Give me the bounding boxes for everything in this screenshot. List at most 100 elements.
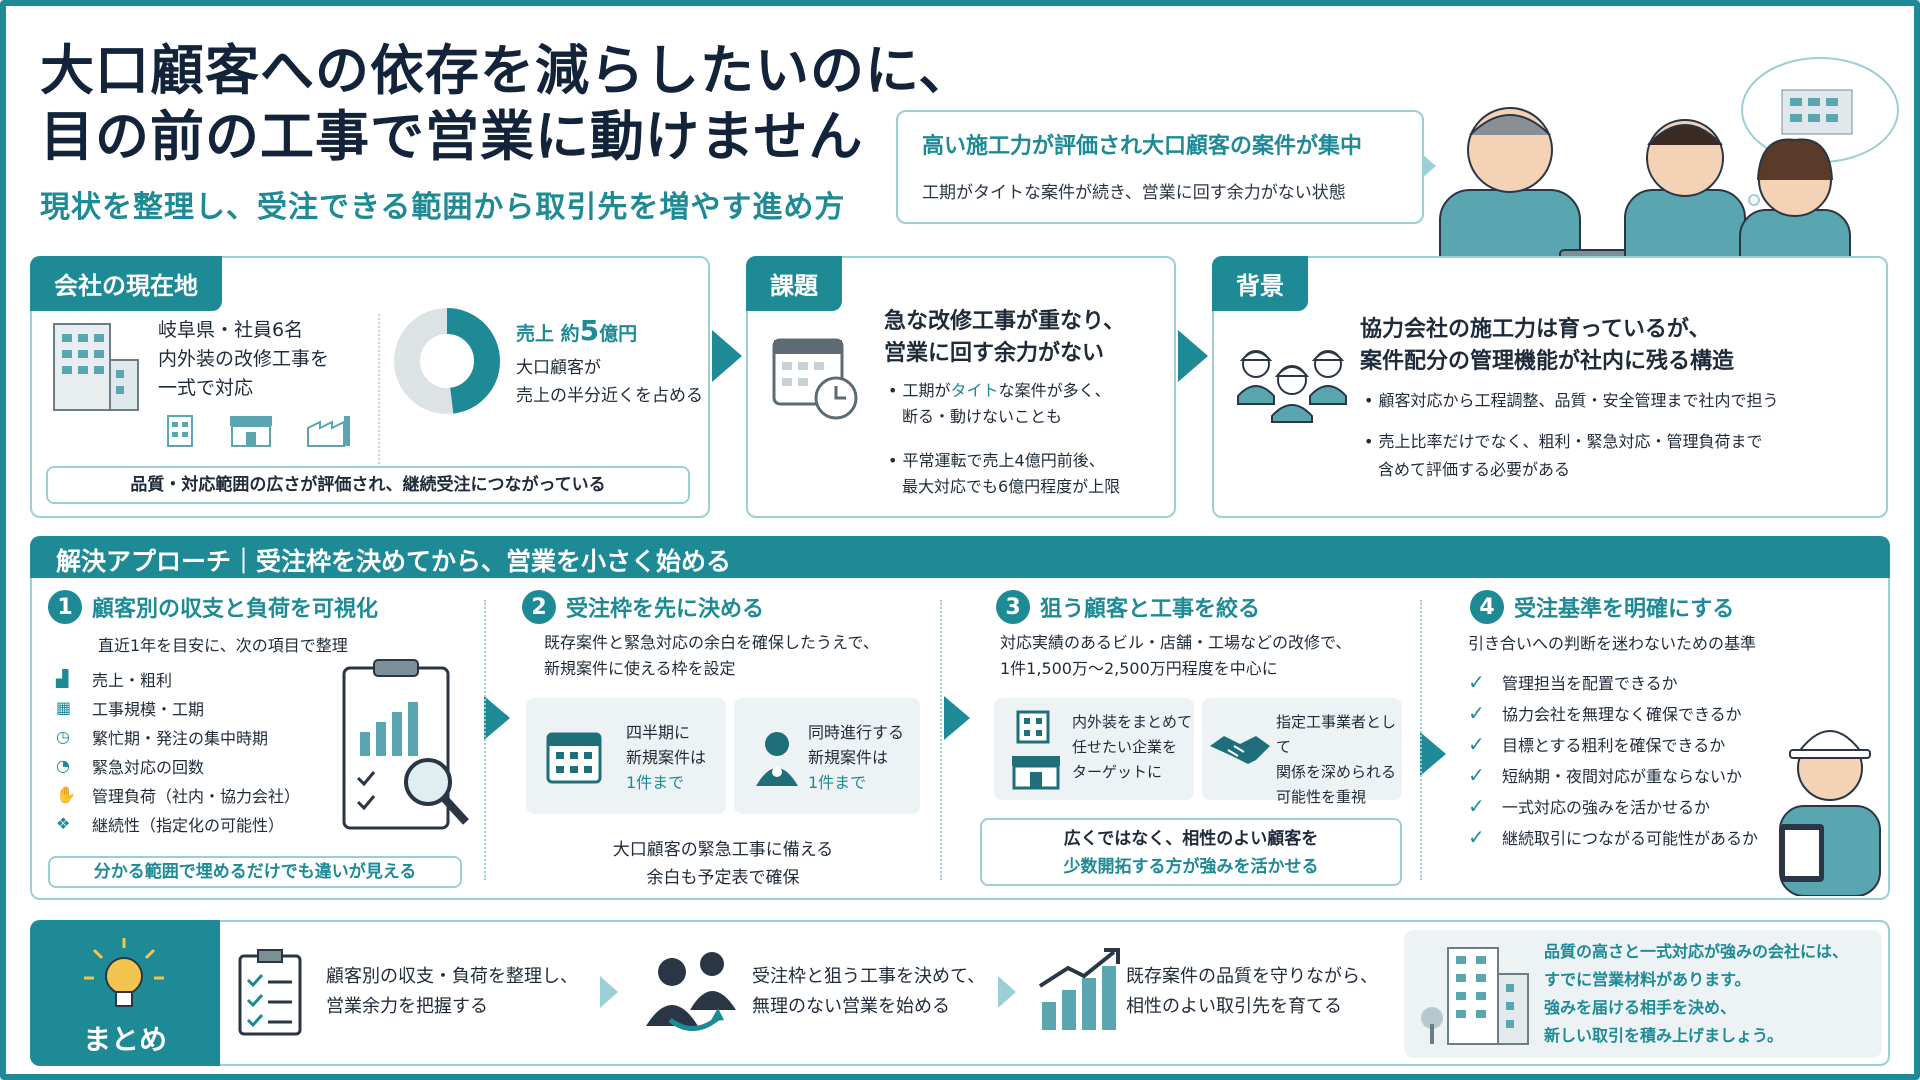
worker-helmet-clipboard-icon [1779, 730, 1881, 896]
summary-step1: 顧客別の収支・負荷を整理し、営業余力を把握する [326, 966, 578, 1017]
situation-body: 工期がタイトな案件が続き、営業に回す余力がない状態 [922, 183, 1346, 203]
step1-number: 1 [48, 590, 82, 624]
share-line1: 大口顧客が [516, 358, 601, 378]
title-line-1: 大口顧客への依存を減らしたいのに、 [40, 39, 974, 102]
sales-share-arc [394, 308, 500, 414]
check-icon: ✓ [1468, 824, 1485, 849]
company-business-line2: 一式で対応 [158, 377, 254, 399]
step1-header: 1 顧客別の収支と負荷を可視化 [48, 590, 378, 624]
step1-desc: 直近1年を目安に、次の項目で整理 [98, 636, 348, 655]
summary-step2: 受注枠と狙う工事を決めて、無理のない営業を始める [752, 966, 986, 1017]
page-title: 大口顧客への依存を減らしたいのに、 目の前の工事で営業に動けません [40, 38, 973, 170]
step3-desc-line1: 対応実績のあるビル・店舗・工場などの改修で、 [1000, 633, 1352, 652]
step3-number: 3 [996, 590, 1030, 624]
divider [940, 600, 942, 880]
step2-footer: 大口顧客の緊急工事に備える余白も予定表で確保 [612, 840, 834, 888]
step4-checklist: ✓管理担当を配置できるか ✓協力会社を無理なく確保できるか ✓目標とする粗利を確… [1468, 669, 1759, 849]
step2-desc-line1: 既存案件と緊急対応の余白を確保したうえで、 [544, 633, 879, 652]
urgent-clock-icon: ◔ [56, 756, 70, 775]
arrow-right-icon [1178, 330, 1208, 382]
situation-callout: 高い施工力が評価され大口顧客の案件が集中 工期がタイトな案件が続き、営業に回す余… [896, 110, 1436, 224]
step2-desc-line2: 新規案件に使える枠を設定 [544, 659, 736, 678]
issue-bullet-2: • 平常運転で売上4億円前後、 最大対応でも6億円程度が上限 [888, 451, 1121, 496]
summary-step3: 既存案件の品質を守りながら、相性のよい取引先を育てる [1126, 966, 1378, 1017]
check-icon: ✓ [1468, 669, 1485, 694]
divider [1420, 600, 1422, 880]
company-panel: 会社の現在地 岐阜県・社員6名 内外装の改修工事を 一式で対応 売上 約5億円 … [30, 256, 710, 518]
title-line-2: 目の前の工事で営業に動けません [40, 105, 864, 168]
step3-title: 狙う顧客と工事を絞る [1040, 597, 1261, 622]
people-growth-icon [646, 952, 736, 1031]
background-tab: 背景 [1212, 256, 1308, 311]
step3-header: 3 狙う顧客と工事を絞る [996, 590, 1260, 624]
arrow-right-icon [712, 330, 742, 382]
company-business-line1: 内外装の改修工事を [158, 348, 330, 370]
background-heading-line1: 協力会社の施工力は育っているが、 [1360, 317, 1711, 342]
factory-icon [307, 416, 350, 447]
workers-group-icon [1237, 350, 1347, 423]
bar-chart-icon: ▟ [56, 669, 69, 688]
lightbulb-icon [84, 938, 164, 1007]
check-icon: ✓ [1468, 700, 1485, 725]
person-icon [756, 732, 798, 786]
issue-tab: 課題 [746, 256, 842, 311]
hands-icon: ❖ [56, 814, 71, 833]
arrow-right-icon [484, 696, 510, 740]
handshake-icon [1210, 736, 1270, 764]
summary-message-card: 品質の高さと一式対応が強みの会社には、すでに営業材料があります。強みを届ける相手… [1404, 930, 1882, 1058]
office-building-icon [53, 323, 139, 411]
store-icon [230, 416, 272, 447]
growth-chart-icon [1038, 948, 1120, 1030]
company-tab: 会社の現在地 [30, 256, 222, 311]
background-bullet-1: • 顧客対応から工程調整、品質・安全管理まで社内で担う [1364, 391, 1779, 410]
share-line2: 売上の半分近くを占める [516, 386, 703, 406]
step3-card-relation: 指定工事業者として関係を深められる可能性を重視 [1202, 698, 1402, 806]
calendar-icon [546, 732, 602, 784]
step3-card-target: 内外装をまとめて任せたい企業をターゲットに [994, 698, 1194, 800]
company-strength-note: 品質・対応範囲の広さが評価され、継続受注につながっている [46, 466, 690, 504]
step4-header: 4 受注基準を明確にする [1470, 590, 1734, 624]
arrow-right-icon [600, 976, 618, 1008]
step1-list: ▟売上・粗利 ▦工事規模・工期 ◷繁忙期・発注の集中時期 ◔緊急対応の回数 ✋管… [56, 669, 301, 835]
clock-icon: ◷ [56, 727, 70, 746]
step2-title: 受注枠を先に決める [566, 597, 765, 622]
summary-label: まとめ [82, 1023, 167, 1056]
issue-heading-line2: 営業に回す余力がない [884, 341, 1105, 366]
step1-title: 顧客別の収支と負荷を可視化 [92, 597, 379, 622]
check-icon: ✓ [1468, 762, 1485, 787]
building-store-icon [1012, 710, 1060, 790]
sales-figure: 売上 約5億円 [516, 314, 638, 347]
step2-number: 2 [522, 590, 556, 624]
background-panel: 背景 協力会社の施工力は育っているが、 案件配分の管理機能が社内に残る構造 • … [1212, 256, 1888, 518]
step3-footer: 広くではなく、相性のよい顧客を少数開拓する方が強みを活かせる [980, 818, 1402, 886]
step1-footer: 分かる範囲で埋めるだけでも違いが見える [48, 856, 462, 888]
arrow-right-icon [1420, 732, 1446, 776]
issue-heading-line1: 急な改修工事が重なり、 [884, 309, 1126, 334]
step3-desc-line2: 1件1,500万～2,500万円程度を中心に [1000, 659, 1278, 678]
building-small-icon [167, 415, 193, 447]
arrow-right-icon [944, 696, 970, 740]
handshake-icon: ✋ [56, 785, 76, 804]
issue-panel: 課題 急な改修工事が重なり、 営業に回す余力がない • 工期がタイトな案件が多く… [746, 256, 1176, 518]
city-buildings-icon [1421, 947, 1529, 1045]
issue-bullet-1: • 工期がタイトな案件が多く、 断る・動けないことも [888, 381, 1111, 426]
company-location: 岐阜県・社員6名 [158, 319, 304, 341]
page-subtitle: 現状を整理し、受注できる範囲から取引先を増やす進め方 [40, 190, 846, 225]
step4-title: 受注基準を明確にする [1514, 597, 1735, 622]
background-bullet-2: • 売上比率だけでなく、粗利・緊急対応・管理負荷まで 含めて評価する必要がある [1364, 432, 1763, 479]
check-icon: ✓ [1468, 793, 1485, 818]
step4-number: 4 [1470, 590, 1504, 624]
arrow-right-icon [998, 976, 1016, 1008]
background-heading-line2: 案件配分の管理機能が社内に残る構造 [1360, 349, 1735, 374]
checklist-icon [238, 949, 302, 1036]
calendar-clock-icon [772, 338, 858, 420]
clipboard-magnifier-icon [342, 659, 469, 830]
sales-share-donut [394, 308, 500, 414]
summary-label-box: まとめ [30, 920, 220, 1066]
step2-header: 2 受注枠を先に決める [522, 590, 764, 624]
calendar-icon: ▦ [56, 698, 72, 717]
solution-title: 解決アプローチ｜受注枠を決めてから、営業を小さく始める [30, 536, 1890, 578]
